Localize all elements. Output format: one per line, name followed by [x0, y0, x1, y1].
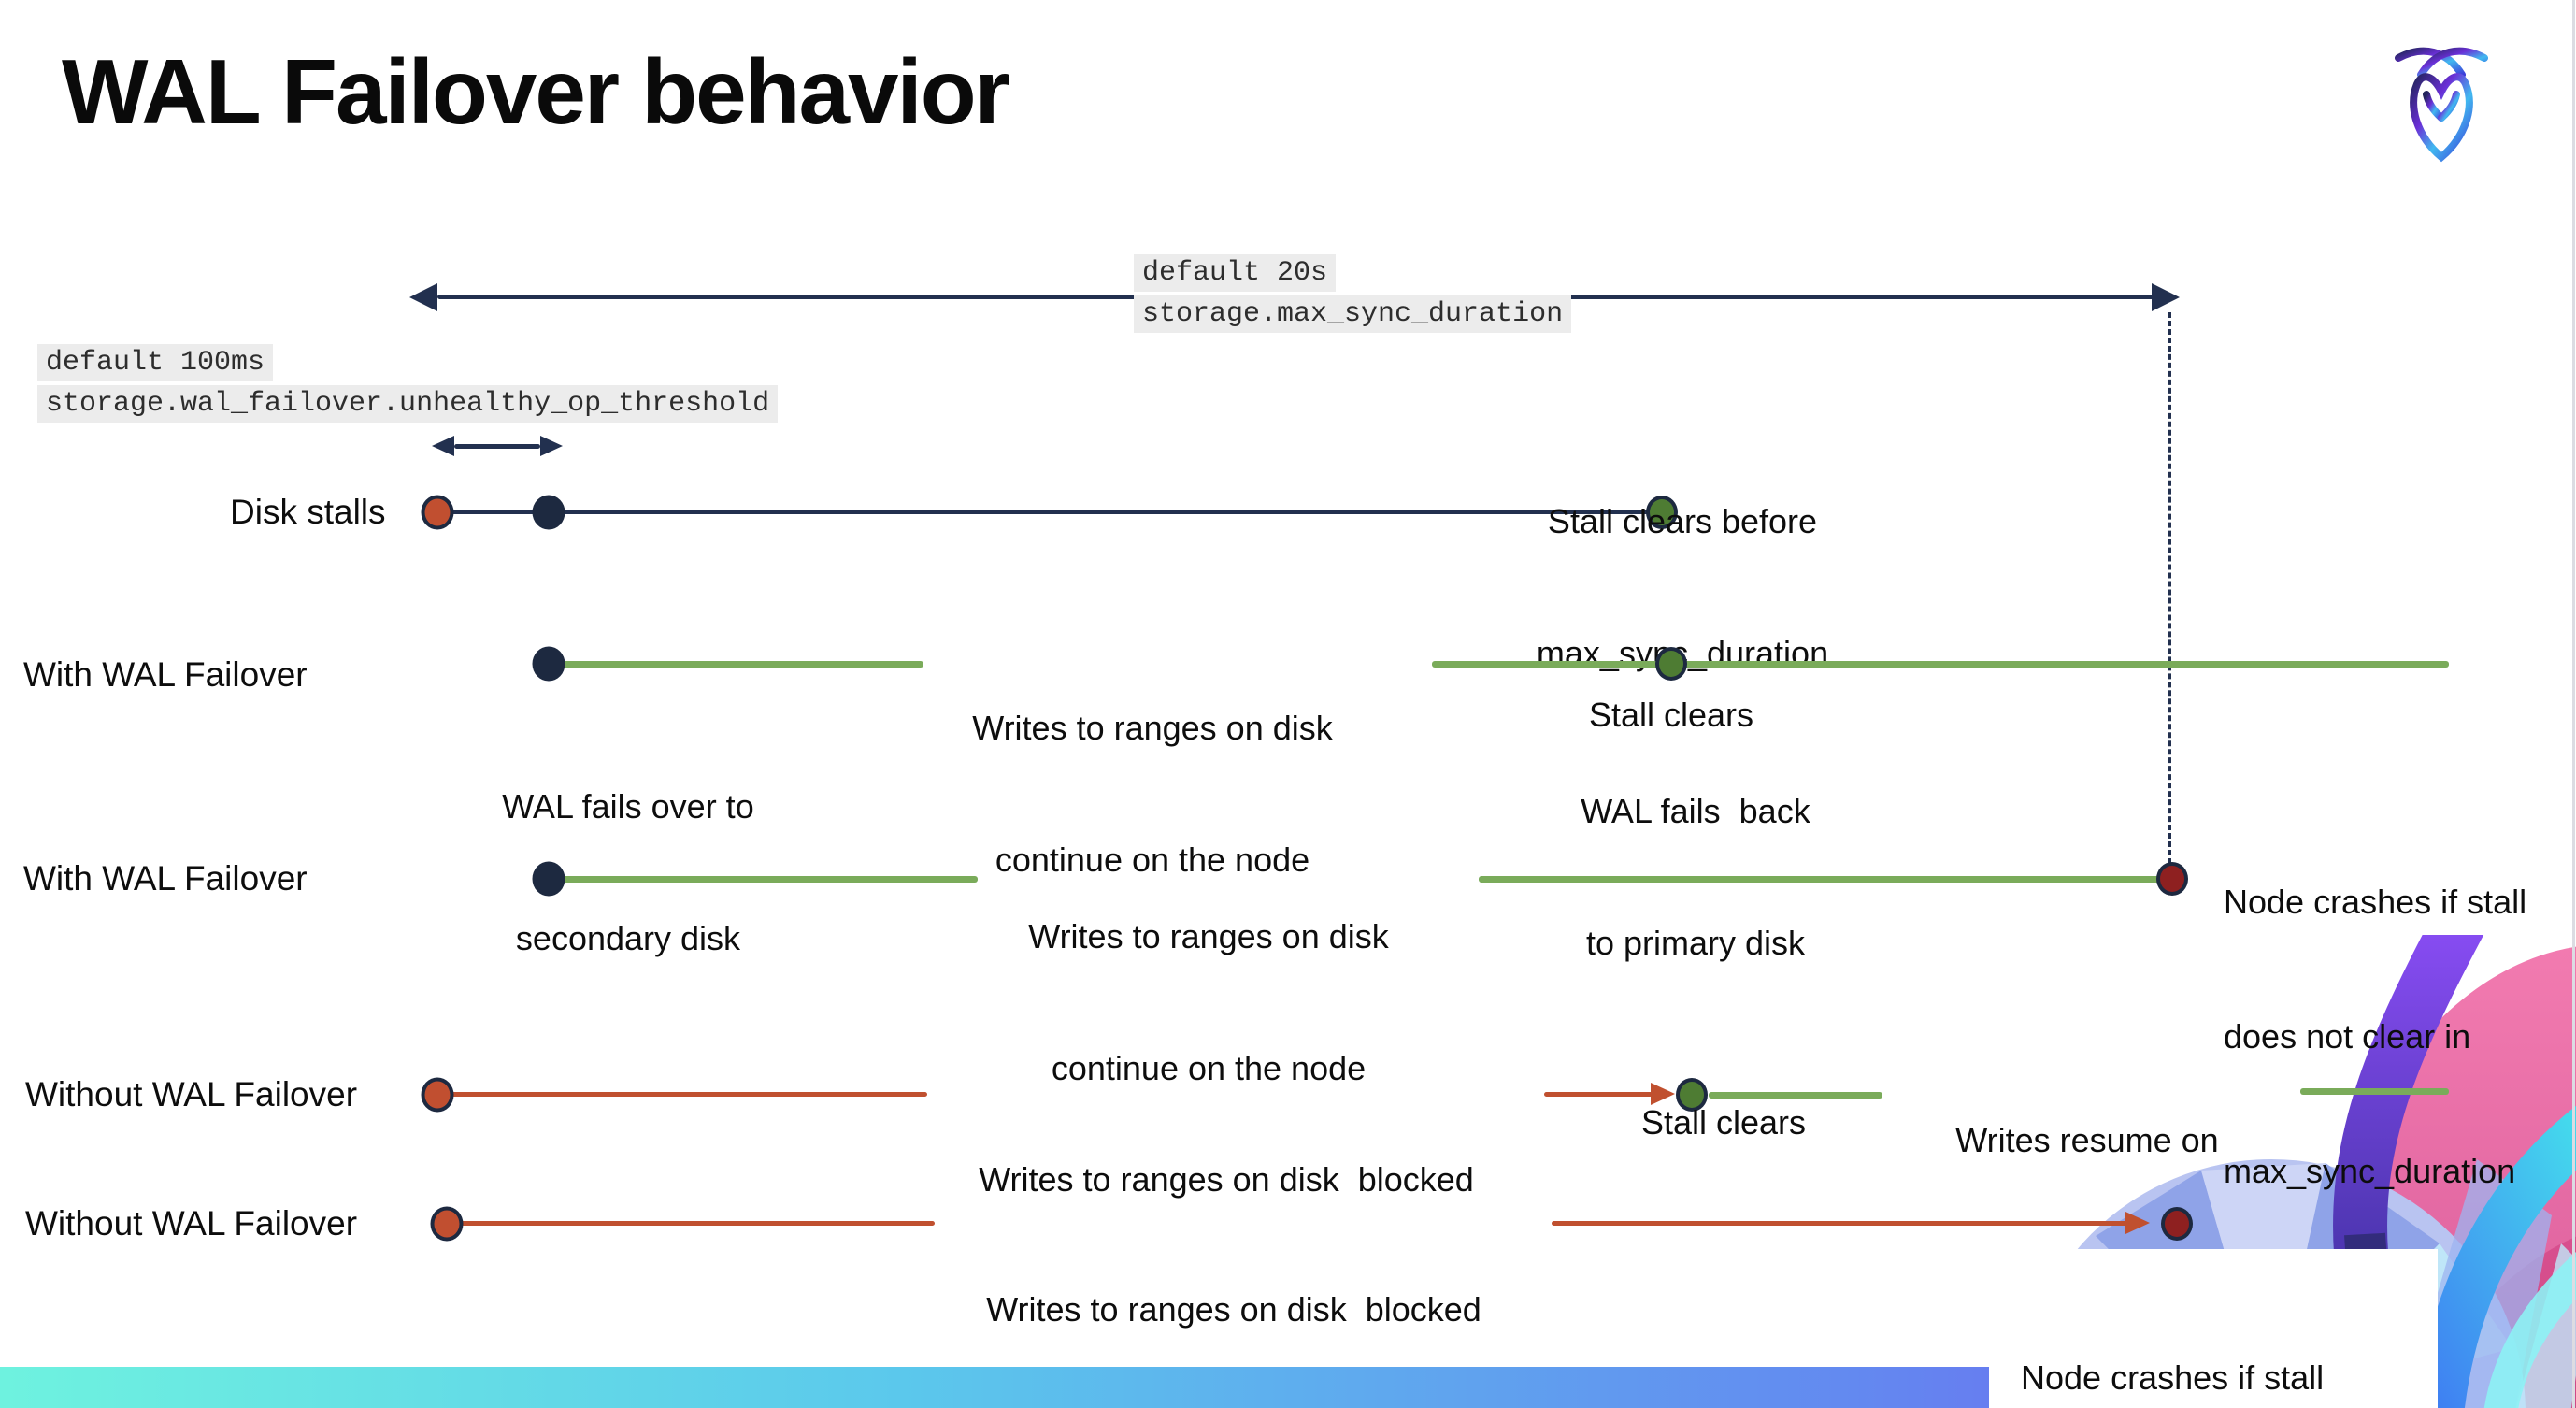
row3-green-line-right	[1479, 876, 2172, 883]
row1-disk-stall-dot	[421, 495, 454, 530]
threshold-arrow-left-icon	[432, 436, 454, 456]
row4-disk-stall-dot	[421, 1077, 454, 1113]
row5-red-line-left	[460, 1221, 935, 1226]
max-sync-setting-label: storage.max_sync_duration	[1134, 295, 1572, 333]
row2-stall-clears-note: Stall clears	[1588, 696, 1754, 734]
row3-failover-dot	[532, 861, 565, 897]
row3-node-crash-note: Node crashes if stall does not clear in …	[2224, 883, 2527, 1190]
row2-failback-note: WAL fails back to primary disk	[1581, 792, 1810, 962]
arrow-head-right-icon	[2152, 283, 2180, 311]
page-title: WAL Failover behavior	[62, 40, 1010, 143]
threshold-arrow-right-icon	[540, 436, 563, 456]
row2-green-line-left	[561, 661, 923, 668]
max-sync-deadline-dashed-line	[2168, 312, 2171, 864]
row4-writes-blocked-note: Writes to ranges on disk blocked	[979, 1160, 1474, 1199]
row2-writes-continue-note: Writes to ranges on disk continue on the…	[972, 709, 1333, 879]
row5-node-crash-note: Node crashes if stall does not clear in …	[2021, 1358, 2325, 1397]
row5-disk-stall-dot	[430, 1206, 464, 1242]
row3-node-crash-dot	[2156, 862, 2188, 896]
row-label-with-wal-failover-1: With WAL Failover	[23, 655, 308, 694]
row5-red-arrow-head-icon	[2125, 1212, 2150, 1234]
row1-stall-clear-dot	[1646, 496, 1678, 529]
row3-green-line-left	[561, 876, 978, 883]
row2-stall-clear-dot	[1655, 647, 1687, 681]
row1-timeline-line	[437, 510, 1662, 514]
max-sync-default-label: default 20s	[1134, 254, 1337, 292]
node-crash-callout-box	[1989, 1249, 2438, 1408]
row5-node-crash-dot	[2161, 1207, 2193, 1241]
row4-red-arrow-head-icon	[1651, 1083, 1675, 1105]
row3-writes-continue-note: Writes to ranges on disk continue on the…	[1028, 917, 1389, 1087]
row-label-with-wal-failover-2: With WAL Failover	[23, 859, 308, 898]
row-label-disk-stalls: Disk stalls	[230, 493, 386, 531]
row1-threshold-dot	[532, 495, 565, 530]
row4-green-line-fragment	[2300, 1088, 2449, 1095]
arrow-head-left-icon	[409, 283, 437, 311]
threshold-arrow-line	[454, 444, 540, 449]
row2-failover-dot	[532, 646, 565, 682]
row4-red-arrow-line	[1544, 1092, 1653, 1097]
row4-red-line-left	[451, 1092, 927, 1097]
row2-green-line-right	[1432, 661, 2449, 668]
cockroachdb-logo-icon	[2395, 47, 2488, 163]
row5-writes-blocked-note: Writes to ranges on disk blocked	[986, 1290, 1481, 1329]
threshold-setting-label: storage.wal_failover.unhealthy_op_thresh…	[37, 385, 779, 423]
threshold-default-label: default 100ms	[37, 344, 274, 381]
row2-failover-note: WAL fails over to secondary disk	[502, 787, 754, 957]
row4-stall-clear-dot	[1676, 1078, 1708, 1112]
row-label-without-wal-failover-2: Without WAL Failover	[25, 1204, 358, 1243]
row4-green-line	[1709, 1092, 1882, 1099]
row-label-without-wal-failover-1: Without WAL Failover	[25, 1075, 358, 1113]
row5-red-arrow-line	[1552, 1221, 2127, 1226]
slide-right-edge	[2572, 0, 2575, 1408]
row4-stall-clears-note: Stall clears	[1640, 1103, 1807, 1142]
